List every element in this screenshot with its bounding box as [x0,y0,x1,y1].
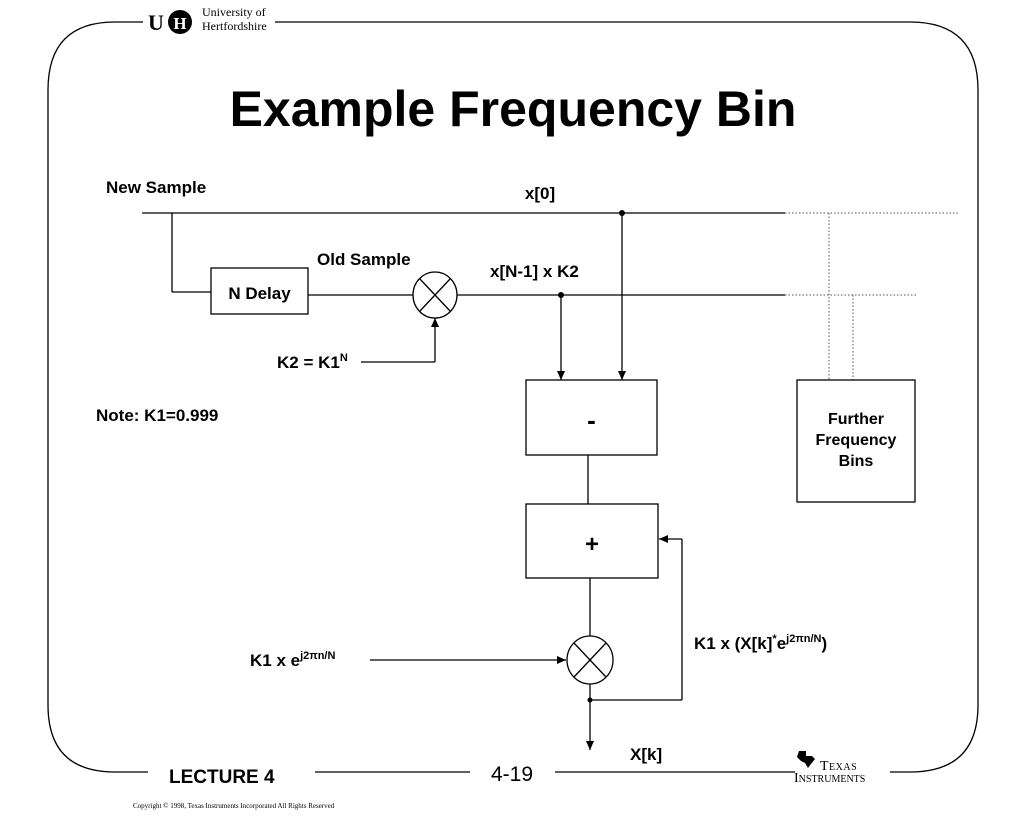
university-line1: University of [202,5,266,19]
university-logo: U H University of Hertfordshire [148,5,267,35]
further-line2: Frequency [816,432,897,449]
n-delay-label: N Delay [228,284,291,303]
texas-state-icon [797,751,815,768]
copyright-text: Copyright © 1998, Texas Instruments Inco… [133,802,335,810]
signal-lines [142,212,958,750]
further-line1: Further [828,411,884,428]
further-line3: Bins [839,453,874,470]
university-line2: Hertfordshire [202,19,267,33]
ti-line2: Instruments [794,771,865,786]
minus-sign: - [587,405,596,435]
xn1-k2-label: x[N-1] x K2 [490,262,579,281]
k2-equation-label: K2 = K1N [277,352,348,372]
multiplier-old-sample [412,271,458,319]
output-label: X[k] [630,745,662,764]
n-delay-block: N Delay [210,267,309,315]
old-sample-label: Old Sample [317,250,411,269]
uh-letter-h: H [173,14,186,33]
plus-sign: + [585,531,599,558]
page-number: 4-19 [491,763,533,786]
subtract-block: - [525,379,658,456]
note-label: Note: K1=0.999 [96,406,218,425]
ti-line1: Texas [820,759,857,774]
slide-title: Example Frequency Bin [230,81,797,137]
junction-dot-xn1 [558,292,564,298]
new-sample-label: New Sample [106,178,206,197]
further-bins-block: Further Frequency Bins [796,379,916,503]
x0-label: x[0] [525,184,555,203]
uh-letter-u: U [148,10,164,35]
junction-dot-x0 [619,210,625,216]
uh-circle [168,10,192,34]
multiplier-feedback [566,635,614,685]
slide-frame [47,21,979,773]
footer: LECTURE 4 4-19 Texas Instruments Copyrig… [133,751,865,810]
diagram-labels: New Sample x[0] Old Sample x[N-1] x K2 K… [96,178,827,764]
lecture-label: LECTURE 4 [169,767,275,788]
junction-dot-output [587,697,593,703]
feedback-label: K1 x (X[k]*ej2πn/N) [694,633,827,653]
ti-logo: Texas Instruments [794,751,865,786]
k1-exponent-label: K1 x ej2πn/N [250,650,335,670]
add-block: + [525,503,659,579]
